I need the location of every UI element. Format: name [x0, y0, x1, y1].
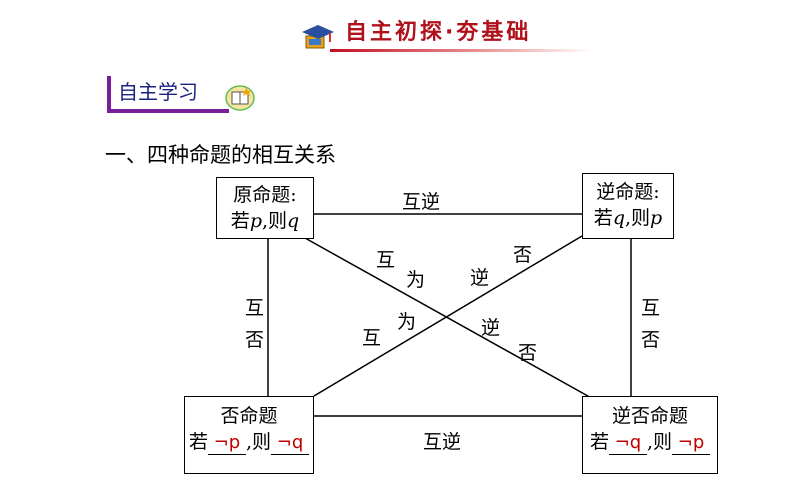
- left-edge-label-1: 互: [245, 297, 265, 319]
- then-word: ,则: [624, 207, 651, 229]
- diag-b-label-4: 互: [362, 327, 382, 349]
- then-word: ,则: [245, 431, 272, 453]
- contrapositive-proposition-box: 逆否命题 若¬q,则¬p: [582, 396, 718, 474]
- diag-b-label-3: 为: [397, 311, 417, 333]
- if-word: 若: [230, 210, 250, 232]
- var-p: p: [249, 210, 262, 232]
- contrapositive-condition: 若¬q,则¬p: [583, 429, 717, 455]
- section-heading: 一、四种命题的相互关系: [105, 143, 336, 167]
- diagonal-b: [313, 235, 583, 397]
- banner-title: 自主初探·夯基础: [345, 20, 532, 45]
- graduation-cap-icon: [302, 25, 334, 49]
- right-edge-label-2: 否: [641, 329, 661, 351]
- diag-a-label-1: 互: [376, 249, 396, 271]
- converse-title: 逆命题:: [596, 181, 660, 203]
- original-proposition-box: 原命题: 若p,则q: [216, 177, 314, 239]
- diag-b-label-1: 否: [513, 244, 533, 266]
- var-q: q: [612, 207, 625, 229]
- section-tag-label: 自主学习: [118, 80, 198, 104]
- section-tag-frame: [107, 76, 229, 113]
- diagonal-a: [304, 237, 596, 401]
- original-title: 原命题:: [233, 184, 297, 206]
- converse-condition: 若q,则p: [583, 205, 673, 231]
- diag-a-label-2: 为: [406, 269, 426, 291]
- answer-blank-2: ¬q: [271, 431, 310, 455]
- book-icon: [224, 82, 256, 112]
- answer-not-p: ¬p: [213, 432, 241, 453]
- diag-a-label-3: 逆: [481, 317, 501, 339]
- answer-blank-1: ¬q: [608, 431, 647, 455]
- contrapositive-title: 逆否命题: [611, 405, 688, 427]
- var-q: q: [287, 210, 300, 232]
- answer-not-p: ¬p: [677, 432, 705, 453]
- top-edge-label: 互逆: [402, 191, 441, 213]
- original-condition: 若p,则q: [217, 208, 313, 234]
- answer-blank-2: ¬p: [672, 431, 711, 455]
- then-word: ,则: [261, 210, 288, 232]
- var-p: p: [650, 207, 663, 229]
- if-word: 若: [589, 431, 609, 453]
- then-word: ,则: [646, 431, 673, 453]
- answer-not-q: ¬q: [614, 432, 642, 453]
- right-edge-label-1: 互: [641, 297, 661, 319]
- answer-not-q: ¬q: [276, 432, 304, 453]
- answer-blank-1: ¬p: [207, 431, 246, 455]
- if-word: 若: [188, 431, 208, 453]
- left-edge-label-2: 否: [245, 329, 265, 351]
- bottom-edge-label: 互逆: [423, 431, 462, 453]
- diag-b-label-2: 逆: [470, 267, 490, 289]
- inverse-proposition-box: 否命题 若¬p,则¬q: [184, 396, 314, 474]
- inverse-title: 否命题: [220, 405, 278, 427]
- banner-underline: [330, 49, 592, 52]
- if-word: 若: [593, 207, 613, 229]
- inverse-condition: 若¬p,则¬q: [185, 429, 313, 455]
- diag-a-label-4: 否: [518, 342, 538, 364]
- banner-icon: [300, 22, 336, 52]
- converse-proposition-box: 逆命题: 若q,则p: [582, 173, 674, 239]
